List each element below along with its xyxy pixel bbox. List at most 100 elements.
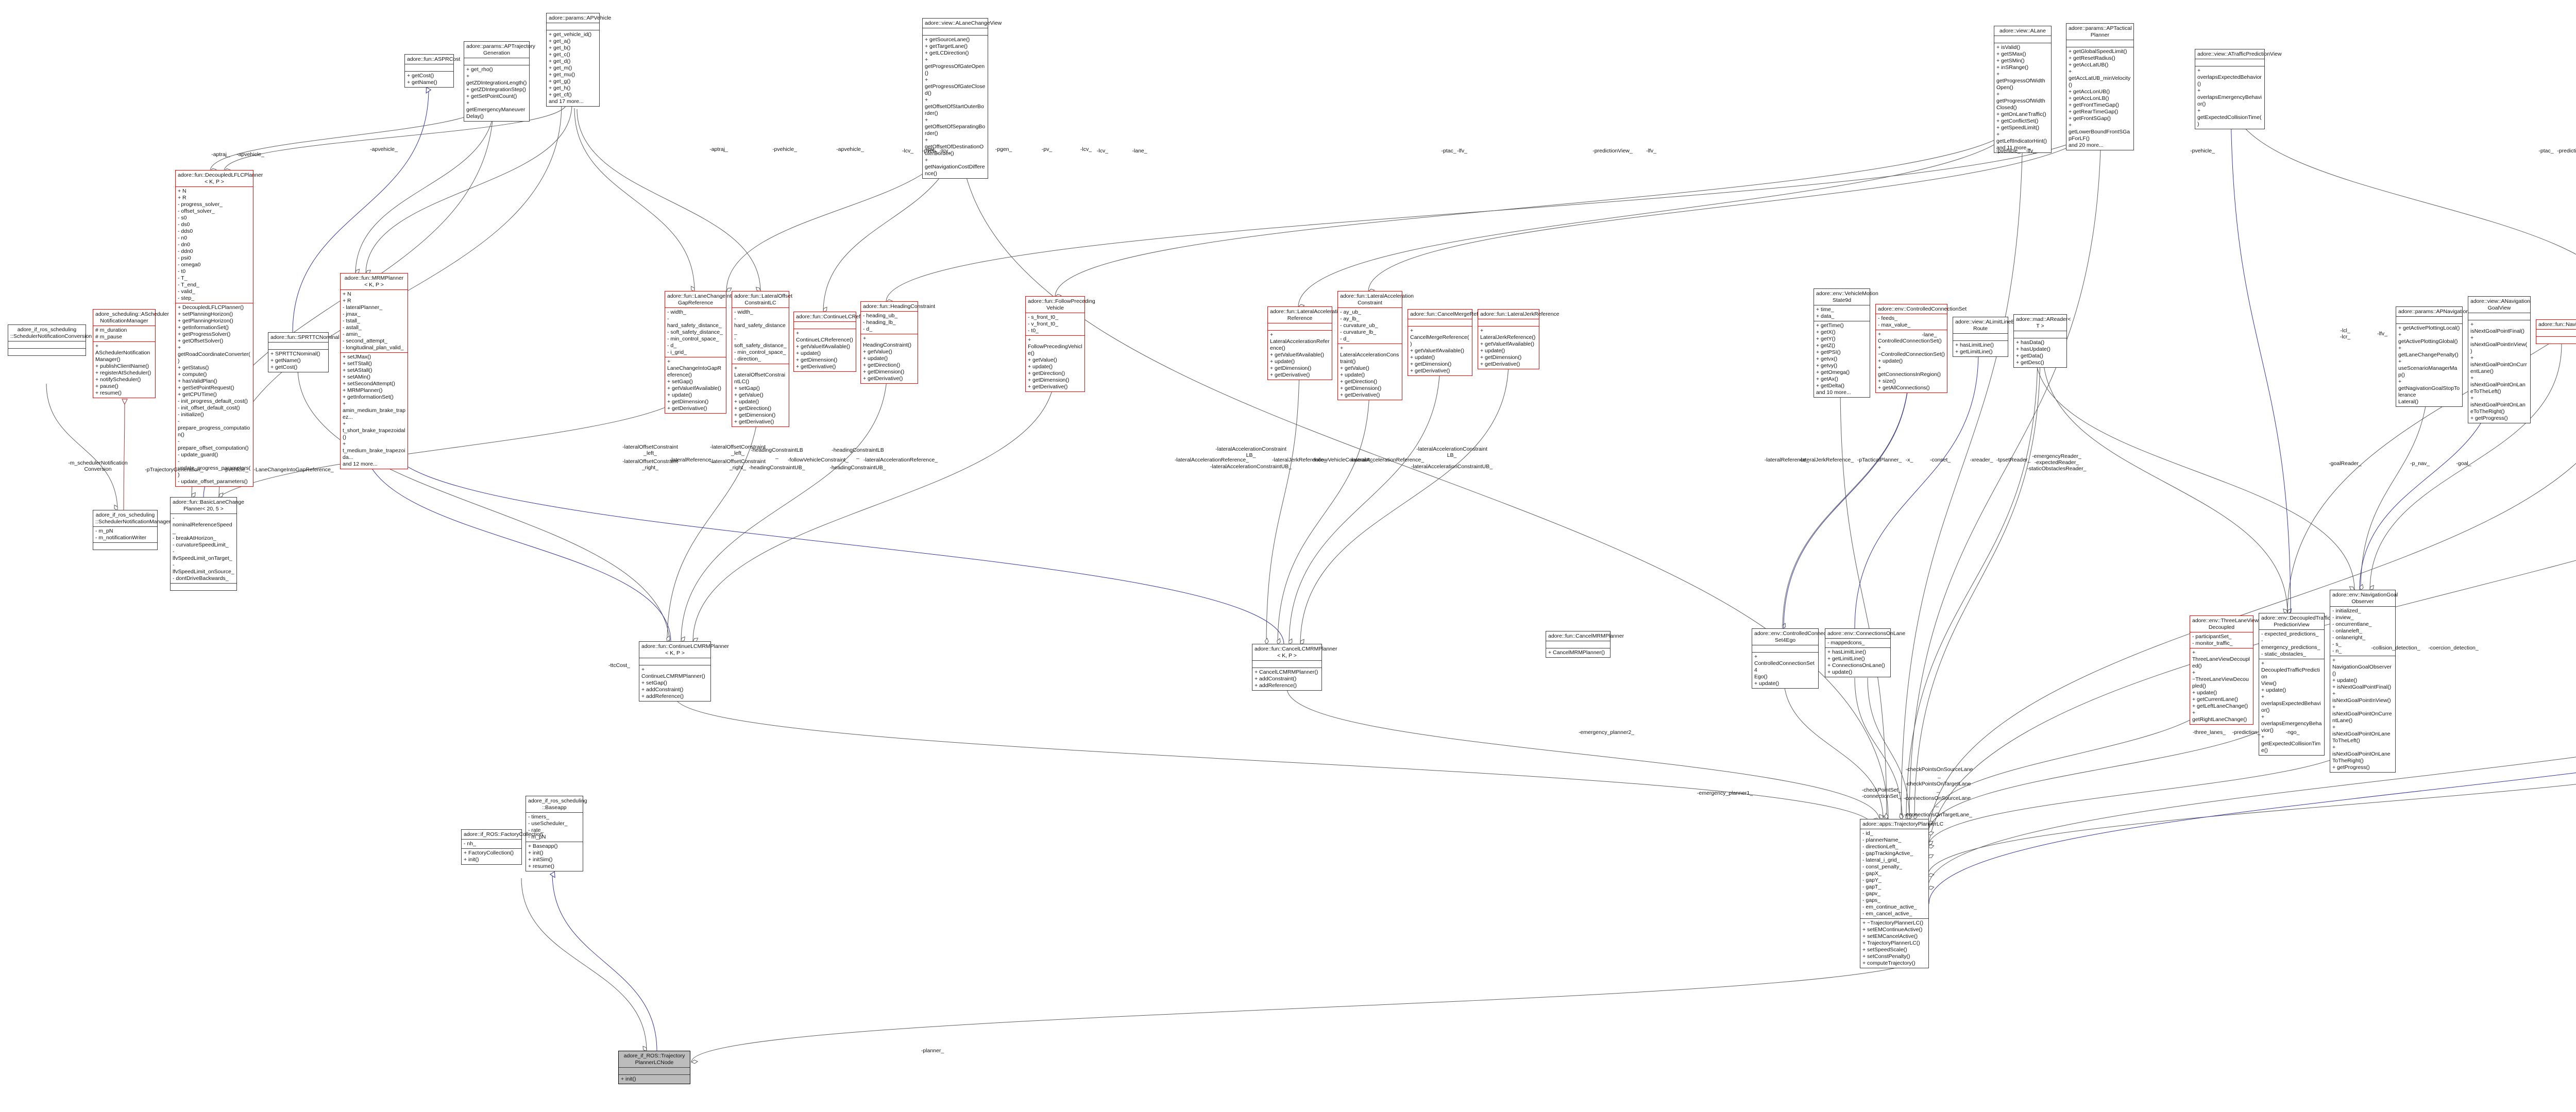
class-box-continuelcreference[interactable]: adore::fun::ContinueLCReference + Contin… — [793, 312, 877, 372]
class-title: adore::fun::CancelLCMRMPlanner< K, P > — [1252, 644, 1337, 660]
class-attribute: - direction_ — [734, 356, 761, 362]
edge-label: -lateralAccelerationConstraintUB_ — [1411, 464, 1493, 470]
class-attribute: - gapv_ — [1862, 891, 1881, 897]
class-method: + getDerivative() — [1480, 361, 1520, 367]
class-title: adore::fun::DecoupledLFLCPlanner< K, P > — [176, 170, 263, 186]
edge-label: -p_nav_ — [2410, 460, 2430, 467]
class-box-cancelmrmplanner[interactable]: adore::fun::CancelMRMPlanner + CancelMRM… — [1546, 631, 1624, 658]
class-attribute: - s_ — [2332, 641, 2342, 647]
edge-label: -headingConstraintLB_ — [751, 447, 803, 459]
class-attributes — [2468, 313, 2530, 320]
class-box-atrafficpredictionview[interactable]: adore::view::ATrafficPredictionView + ov… — [2195, 49, 2282, 129]
class-box-cancellcmrmplanner[interactable]: adore::fun::CancelLCMRMPlanner< K, P > +… — [1252, 644, 1337, 691]
class-box-continuelcmrmplanner[interactable]: adore::fun::ContinueLCMRMPlanner< K, P >… — [639, 641, 729, 702]
class-title-line: adore::params::APTrajectory — [466, 43, 535, 49]
class-attribute: - d_ — [863, 326, 873, 332]
class-method: + ContinueLCReference() — [796, 330, 853, 343]
class-box-trajectoryplannerlc[interactable]: adore::apps::TrajectoryPlannerLC - id_- … — [1860, 819, 1943, 968]
class-method: - initialize() — [178, 412, 204, 418]
class-box-lateraljerkreference[interactable]: adore::fun::LateralJerkReference + Later… — [1478, 309, 1560, 369]
class-methods: + Baseapp()+ init()+ initSim()+ resume() — [526, 842, 583, 871]
edge-label: -prediction_ — [2232, 729, 2261, 735]
class-method: + isNextGoalPointOnCurrentLane() — [2470, 355, 2527, 374]
class-box-baseapp[interactable]: adore_if_ros_scheduling::Baseapp - timer… — [526, 796, 587, 871]
class-box-asprcost[interactable]: adore::fun::ASPRCost + getCost()+ getNam… — [404, 54, 460, 88]
class-box-alanechangeview[interactable]: adore::view::ALaneChangeView + getSource… — [922, 18, 1002, 179]
edge-label: -pgen_ — [995, 146, 1012, 152]
class-box-factorycollection[interactable]: adore::if_ROS::FactoryCollection - nh_ +… — [461, 829, 543, 865]
class-box-headingconstraint[interactable]: adore::fun::HeadingConstraint - heading_… — [860, 301, 935, 384]
class-attributes — [464, 58, 529, 65]
class-attributes: # m_duration# m_pause — [93, 326, 155, 341]
class-box-schedulernotificationmanagerros[interactable]: adore_if_ros_scheduling::SchedulerNotifi… — [93, 510, 171, 550]
class-attributes: + time_+ data_ — [1814, 305, 1870, 321]
edge-label: -pvehicle_ — [772, 146, 797, 152]
class-box-apvehicle[interactable]: adore::params::APVehicle + get_vehicle_i… — [546, 13, 611, 107]
class-method: + get_d() — [549, 58, 571, 64]
class-box-areader[interactable]: adore::mad::AReader< T > + hasData()+ ha… — [2013, 314, 2071, 368]
class-box-decoupledlflcplanner[interactable]: adore::fun::DecoupledLFLCPlanner< K, P >… — [175, 170, 263, 487]
class-box-apnavigation[interactable]: adore::params::APNavigation + getActiveP… — [2396, 306, 2469, 407]
class-title-line: adore::fun::LateralOffset — [734, 293, 793, 299]
class-method: + getName() — [270, 357, 301, 364]
class-box-navigationgoal[interactable]: adore::fun::NavigationGoal — [2536, 319, 2576, 344]
class-method: + CancelMergeReference() — [1410, 328, 1469, 347]
class-box-schedulernotificationconversion[interactable]: adore_if_ros_scheduling::SchedulerNotifi… — [8, 324, 92, 356]
class-method: + getNavigationCostDifference() — [925, 157, 985, 177]
class-method: + ContinueLCMRMPlanner() — [641, 666, 705, 679]
class-method: + getProgressOfWidthClosed() — [1996, 91, 2045, 111]
class-attributes — [2536, 329, 2576, 336]
class-methods: + getTime()+ getX()+ getY()+ getZ()+ get… — [1814, 321, 1870, 397]
class-method: + isValid() — [1996, 44, 2021, 50]
edge-label: -planner_ — [921, 1048, 944, 1054]
class-attribute: - oncurrentlane_ — [2332, 621, 2372, 627]
class-method: - prepare_offset_computation() — [178, 438, 249, 451]
edge-label: -lateralOffsetConstraint_right_ — [622, 458, 678, 471]
edge-label: -emergencyReader_-expectedReader_-static… — [2027, 453, 2087, 472]
edge-label: -goal_ — [2456, 460, 2471, 467]
class-attribute: - s0 — [178, 215, 187, 221]
class-box-mrmplanner[interactable]: adore::fun::MRMPlanner< K, P > + N+ R- l… — [340, 273, 408, 469]
class-box-alane[interactable]: adore::view::ALane + isValid()+ getSMax(… — [1994, 26, 2052, 153]
class-method: + LaneChangeIntoGapReference() — [667, 358, 722, 378]
class-title: adore::env::ConnectionsOnLane — [1825, 629, 1905, 638]
edge-label: -emergency_planner2_ — [1579, 729, 1634, 735]
class-attributes — [2066, 40, 2133, 47]
class-method: + getProgress() — [2470, 415, 2508, 421]
class-box-sprttcnominal[interactable]: adore::fun::SPRTTCNominal + SPRTTCNomina… — [268, 332, 339, 372]
class-method: + isNextGoalPointInView() — [2470, 335, 2528, 354]
class-methods — [2536, 336, 2576, 344]
class-method: + get_b() — [549, 45, 571, 51]
class-attribute: - min_control_space_ — [667, 336, 719, 342]
class-box-controlledconnectionset[interactable]: adore::env::ControlledConnectionSet - fe… — [1875, 304, 1967, 393]
class-method: + get_cf() — [549, 92, 572, 98]
class-method: + DecoupledLFLCPlanner() — [178, 304, 244, 311]
class-method: + getData() — [2016, 353, 2043, 359]
class-method: + LateralAccelerationConstraint() — [1340, 345, 1399, 365]
class-methods: + getActivePlottingLocal()+ getActivePlo… — [2396, 323, 2462, 406]
class-attribute: - width_ — [734, 309, 753, 315]
class-box-connectionsonlane[interactable]: adore::env::ConnectionsOnLane - mappedco… — [1825, 628, 1905, 677]
class-box-cancelmergereference[interactable]: adore::fun::CancelMergeReference + Cance… — [1408, 309, 1495, 376]
class-method: + addReference() — [1255, 682, 1297, 689]
class-title: adore::fun::ContinueLCReference — [794, 312, 877, 321]
class-attributes — [1994, 36, 2051, 43]
